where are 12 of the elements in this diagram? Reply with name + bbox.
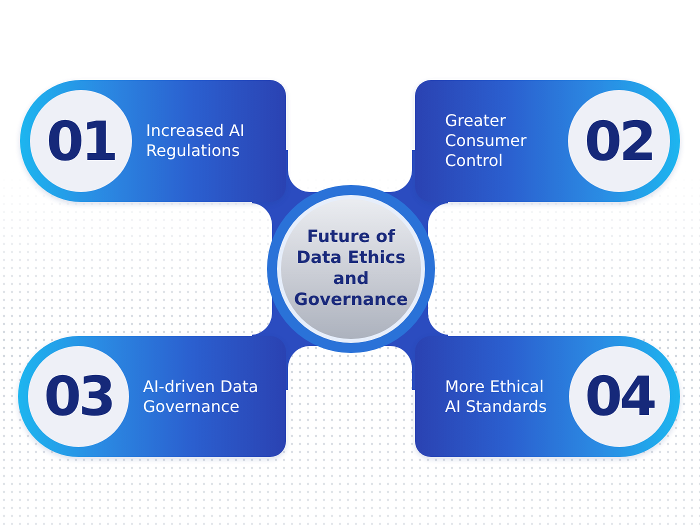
number-circle: 03 [28,346,129,447]
number-circle: 01 [30,90,132,192]
step-card [415,336,680,457]
step-label: More Ethical AI Standards [445,376,548,416]
step-label: Greater Consumer Control [445,111,528,171]
number-circle: 02 [568,90,670,192]
step-card [20,80,286,202]
step-label: AI-driven Data Governance [143,376,260,416]
step-label: Increased AI Regulations [146,121,246,161]
step-card [415,80,680,202]
number-circle: 04 [569,346,670,447]
step-card [18,336,286,457]
